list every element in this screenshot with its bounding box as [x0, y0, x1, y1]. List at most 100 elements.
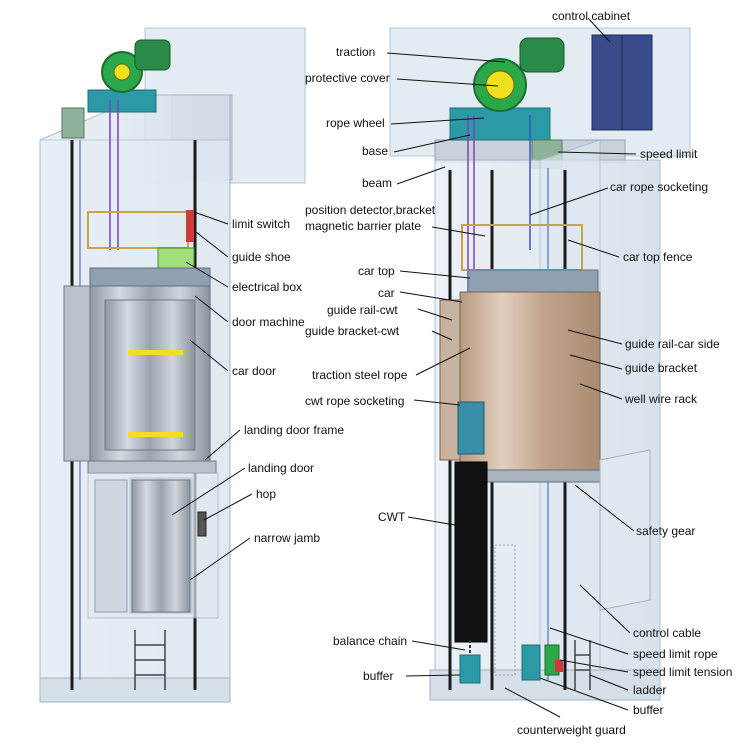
leader-balance-chain — [411, 640, 466, 651]
label-speed-limit-rope: speed limit rope — [633, 647, 718, 661]
label-safety-gear: safety gear — [636, 524, 695, 538]
right-buffer-right — [521, 644, 541, 681]
label-door-machine: door machine — [232, 315, 305, 329]
leader-door-machine — [194, 295, 229, 323]
right-buffer-left — [459, 654, 481, 684]
leader-landing-door — [171, 467, 246, 516]
leader-rope-wheel — [390, 117, 485, 125]
label-narrow-jamb: narrow jamb — [254, 531, 320, 545]
leader-hop — [203, 493, 253, 521]
leader-guide-bracket — [569, 354, 623, 370]
leader-control-cable — [579, 584, 631, 634]
label-hop: hop — [256, 487, 276, 501]
label-guide-rail-cwt: guide rail-cwt — [327, 303, 398, 317]
leader-narrow-jamb — [189, 537, 251, 581]
left-limit-switch — [186, 210, 194, 242]
leader-ladder — [589, 674, 629, 691]
right-cwt — [454, 461, 488, 643]
left-traction-motor — [134, 39, 171, 71]
left-traction-hub — [113, 63, 131, 81]
leader-car-door — [189, 339, 229, 372]
leader-cwt-rope-socketing — [413, 399, 461, 406]
leader-protective-cover — [396, 78, 499, 87]
leader-traction — [386, 52, 506, 63]
label-protective-cover: protective cover — [305, 71, 390, 85]
leader-guide-shoe — [195, 231, 229, 258]
label-control-cabinet: control cabinet — [552, 9, 631, 23]
left-landing-door-panel — [131, 479, 191, 613]
leader-traction-steel-rope — [415, 347, 471, 376]
right-landing-panel — [599, 449, 651, 611]
label-base: base — [362, 144, 388, 158]
left-narrow-jamb — [94, 479, 128, 613]
label-guide-bracket: guide bracket — [625, 361, 698, 375]
label-beam: beam — [362, 176, 392, 190]
leader-car — [399, 291, 463, 303]
leader-counterweight-guard — [504, 687, 561, 718]
label-speed-limit: speed limit — [640, 147, 698, 161]
leader-safety-gear — [574, 484, 635, 532]
label-control-cable: control cable — [633, 626, 701, 640]
label-car-top: car top — [358, 264, 395, 278]
leader-beam — [396, 166, 446, 185]
leader-base — [393, 134, 471, 153]
left-car-yellow-1 — [128, 350, 183, 355]
left-speed-limiter — [61, 107, 85, 139]
leader-speed-limit-tension — [559, 659, 629, 673]
leader-guide-rail-cwt — [417, 308, 453, 321]
leader-electrical-box — [185, 261, 229, 288]
left-car-side — [63, 285, 91, 462]
label-limit-switch: limit switch — [232, 217, 290, 231]
labels: control cabinet traction protective cove… — [232, 9, 732, 737]
left-car-door — [104, 299, 196, 451]
leader-limit-switch — [193, 211, 229, 225]
label-car-top-fence: car top fence — [623, 250, 693, 264]
leader-cwt — [407, 516, 456, 526]
label-well-wire-rack: well wire rack — [624, 392, 698, 406]
left-car-top — [89, 267, 211, 287]
label-guide-bracket-cwt: guide bracket-cwt — [305, 324, 400, 338]
label-buffer-left: buffer — [363, 669, 393, 683]
right-cwt-rope-socketing — [457, 401, 485, 455]
label-position-detector: position detector,bracket — [305, 203, 436, 217]
leader-car-top-fence — [567, 239, 620, 258]
label-rope-wheel: rope wheel — [326, 116, 385, 130]
right-tension-red — [555, 660, 563, 672]
leader-buffer-right — [539, 677, 629, 711]
leader-guide-rail-car-side — [567, 329, 623, 345]
right-car-side-panel — [439, 299, 461, 461]
label-counterweight-guard: counterweight guard — [517, 723, 626, 737]
right-car-top — [467, 269, 599, 293]
left-traction-base — [87, 89, 157, 113]
label-traction: traction — [336, 45, 375, 59]
label-balance-chain: balance chain — [333, 634, 407, 648]
leader-control-cabinet — [587, 17, 611, 43]
right-cwt-guard — [494, 544, 516, 676]
label-cwt: CWT — [378, 510, 406, 524]
label-traction-steel-rope: traction steel rope — [312, 368, 408, 382]
label-landing-door-frame: landing door frame — [244, 423, 344, 437]
label-car: car — [378, 286, 395, 300]
leader-magnetic-barrier — [431, 226, 486, 237]
label-ladder: ladder — [633, 683, 666, 697]
left-hop — [197, 511, 207, 537]
leader-lines — [171, 17, 637, 718]
right-elevator — [389, 27, 691, 701]
label-electrical-box: electrical box — [232, 280, 302, 294]
leader-well-wire-rack — [579, 383, 623, 400]
right-traction-base — [449, 107, 551, 141]
label-landing-door: landing door — [248, 461, 314, 475]
leader-buffer-left — [405, 674, 461, 677]
leader-speed-limit — [557, 151, 637, 155]
left-ladder — [134, 630, 166, 690]
left-landing-frame — [87, 460, 217, 474]
label-guide-rail-car-side: guide rail-car side — [625, 337, 720, 351]
leader-landing-door-frame — [204, 429, 241, 461]
label-speed-limit-tension: speed limit tension — [633, 665, 732, 679]
label-car-rope-socketing: car rope socketing — [610, 180, 708, 194]
leader-car-rope-socketing — [529, 187, 609, 216]
left-car-yellow-2 — [128, 432, 183, 437]
leader-car-top — [399, 270, 471, 279]
label-guide-shoe: guide shoe — [232, 250, 291, 264]
